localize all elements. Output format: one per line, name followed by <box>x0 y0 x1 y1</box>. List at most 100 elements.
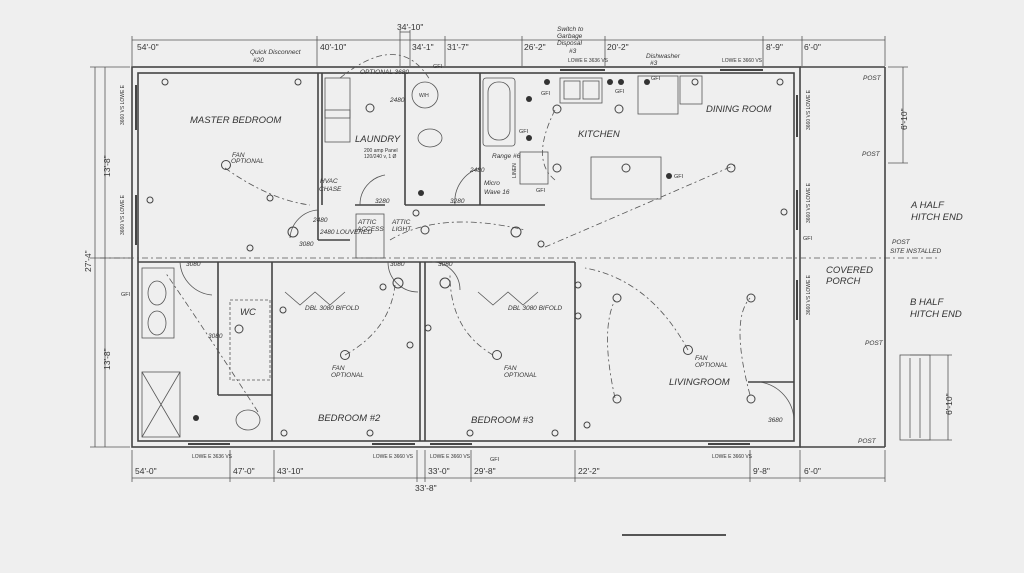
gfi-label-counter: GFI <box>651 76 661 82</box>
dim-porch-top: 6'-10" <box>899 108 909 130</box>
dim-top-3: 34'-1" <box>412 42 434 52</box>
note-switch-3: Disposal <box>557 40 582 47</box>
note-attic-light-2: LIGHT <box>392 226 412 233</box>
note-quick-disconnect: Quick Disconnect <box>250 49 302 56</box>
window-dining-side-2: 3660 VS LOWE E <box>806 182 812 223</box>
shower <box>141 371 181 438</box>
note-panel-1: 200 amp Panel <box>364 148 398 154</box>
note-dishwasher-2: #3 <box>650 60 658 67</box>
window-master-1: 3660 VS LOWE E <box>120 84 126 125</box>
bifold-label-2: DBL 3080 BIFOLD <box>508 305 562 312</box>
window-kitchen: LOWE E 3636 VS <box>568 58 609 64</box>
dim-bottom-0: 54'-0" <box>135 466 157 476</box>
dim-bottom-7: 9'-8" <box>753 466 770 476</box>
note-linen: LINEN <box>512 163 518 178</box>
room-covered-porch-1: COVERED <box>826 265 873 276</box>
dim-top-4: 31'-7" <box>447 42 469 52</box>
walls <box>100 66 940 448</box>
gfi-label-kitchen-wall: GFI <box>519 129 529 135</box>
gfi-label-dishwasher: GFI <box>615 89 625 95</box>
dimension-labels: 54'-0" 40'-10" 34'-10" 34'-1" 31'-7" 26'… <box>83 22 954 493</box>
door-3080-c: 3080 <box>208 333 223 340</box>
electrical-symbols <box>146 78 788 437</box>
dim-top-5: 26'-2" <box>524 42 546 52</box>
door-swings <box>179 167 795 421</box>
water-heater-icon <box>411 81 439 109</box>
note-attic-access-2: ACCESS <box>356 226 384 233</box>
window-master-2: 3660 VS LOWE E <box>120 194 126 235</box>
room-bedroom3: BEDROOM #3 <box>471 415 534 426</box>
room-wc: WC <box>240 307 256 318</box>
note-attic-access-1: ATTIC <box>357 219 377 226</box>
post-label-1: POST <box>863 75 882 82</box>
fan-label-4: FAN <box>695 355 708 362</box>
note-panel-2: 120/240 v, 1 Ø <box>364 154 397 160</box>
window-dining: LOWE E 3660 VS <box>722 58 763 64</box>
outlet-icon <box>193 79 672 421</box>
note-micro-2: Wave 16 <box>484 189 510 196</box>
dim-top-0: 54'-0" <box>137 42 159 52</box>
door-3080-a: 3080 <box>299 241 314 248</box>
a-half-1: A HALF <box>910 200 945 211</box>
dimension-lines <box>90 30 952 482</box>
dim-top-7: 8'-9" <box>766 42 783 52</box>
room-kitchen: KITCHEN <box>578 129 620 140</box>
room-bedroom2: BEDROOM #2 <box>318 413 381 424</box>
room-dining: DINING ROOM <box>706 104 772 115</box>
post-label-2: POST <box>862 151 881 158</box>
note-hvac-1: HVAC <box>320 178 338 185</box>
dim-bottom-5: 29'-8" <box>474 466 496 476</box>
gfi-labels: GFI GFI GFI GFI GFI GFI GFI GFI GFI GFI <box>121 64 813 463</box>
gfi-label-wh: GFI <box>433 64 443 70</box>
room-laundry: LAUNDRY <box>355 134 401 145</box>
door-2480-c: 2480 <box>469 167 485 174</box>
fan-label-2: FAN <box>332 365 345 372</box>
window-living: LOWE E 3660 VS <box>712 454 753 460</box>
dim-bottom-6: 22'-2" <box>578 466 600 476</box>
door-2480-a: 2480 <box>312 217 328 224</box>
b-half-2: HITCH END <box>910 309 962 320</box>
door-2480-louvered: 2480 LOUVERED <box>319 229 372 236</box>
bifold-label-1: DBL 3080 BIFOLD <box>305 305 359 312</box>
note-wh: W/H <box>419 93 429 99</box>
kitchen-island <box>590 156 662 200</box>
note-micro-1: Micro <box>484 180 500 187</box>
gfi-label-island: GFI <box>674 174 684 180</box>
gfi-label-micro: GFI <box>536 188 546 194</box>
dim-upper: 13'-8" <box>102 155 112 177</box>
door-3080-d: 3080 <box>390 261 405 268</box>
window-bedroom2: LOWE E 3660 VS <box>373 454 414 460</box>
room-covered-porch-2: PORCH <box>826 276 860 287</box>
fan-label-1: FAN <box>232 152 245 159</box>
window-dining-side-1: 3660 VS LOWE E <box>806 89 812 130</box>
smoke-detector-icon <box>287 226 522 289</box>
fan-optional-label-1: OPTIONAL <box>231 158 264 165</box>
room-labels: MASTER BEDROOM LAUNDRY KITCHEN DINING RO… <box>190 104 963 426</box>
gfi-label-exterior: GFI <box>490 457 500 463</box>
dim-bottom-3: 33'-8" <box>415 483 437 493</box>
note-switch-1: Switch to <box>557 26 584 33</box>
note-attic-light-1: ATTIC <box>391 219 411 226</box>
dim-top-8: 6'-0" <box>804 42 821 52</box>
dim-overall: 27'-4" <box>83 250 93 272</box>
note-quick-disconnect-no: #20 <box>253 57 264 64</box>
fan-optional-label-3: OPTIONAL <box>504 372 537 379</box>
fan-optional-label-4: OPTIONAL <box>695 362 728 369</box>
circuit-runs <box>164 54 751 413</box>
note-switch-2: Garbage <box>557 33 583 40</box>
window-labels: LOWE E 3636 VS LOWE E 3660 VS LOWE E 363… <box>120 58 812 460</box>
note-dishwasher-1: Dishwasher <box>646 53 681 60</box>
post-label-5: POST <box>858 438 877 445</box>
dim-top-1: 40'-10" <box>320 42 346 52</box>
room-livingroom: LIVINGROOM <box>669 377 730 388</box>
b-half-1: B HALF <box>910 297 944 308</box>
post-label-4: POST <box>865 340 884 347</box>
window-bedroom3: LOWE E 3660 VS <box>430 454 471 460</box>
fan-icon <box>221 160 693 360</box>
door-3280-b: 3280 <box>450 198 465 205</box>
note-range: Range #6 <box>492 153 521 160</box>
ceiling-box-icon <box>146 78 788 437</box>
dim-porch-bottom: 6'-10" <box>944 393 954 415</box>
dim-bottom-1: 47'-0" <box>233 466 255 476</box>
